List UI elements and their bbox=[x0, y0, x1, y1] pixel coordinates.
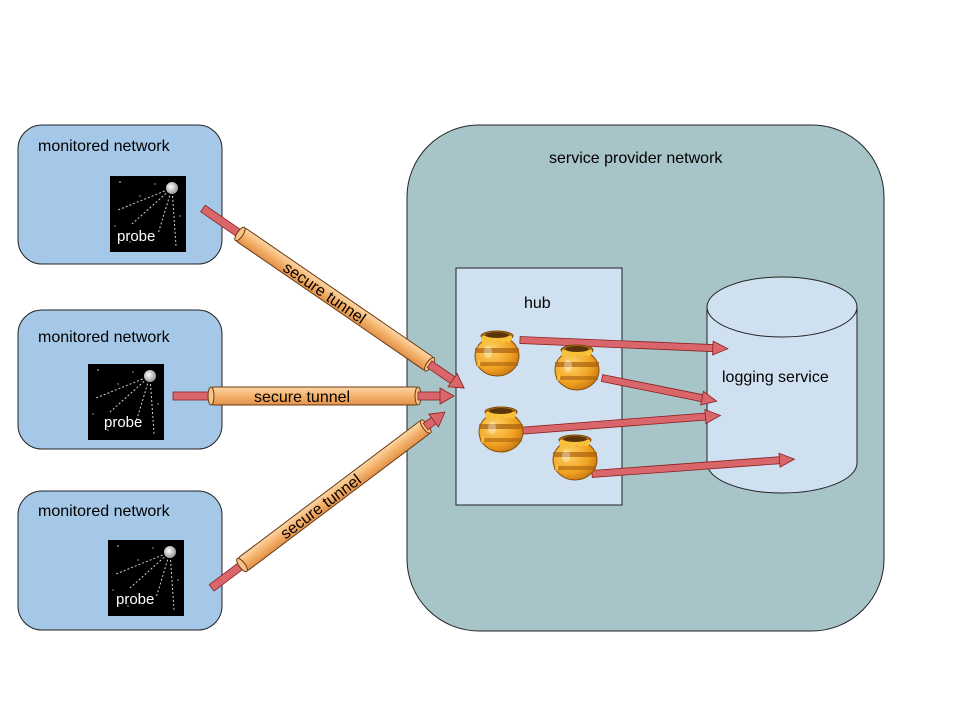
log-arrow-4 bbox=[591, 452, 796, 478]
probe-label: probe bbox=[116, 591, 154, 608]
honeypot-icon bbox=[474, 330, 520, 377]
honeypot-icon bbox=[552, 434, 598, 481]
tunnel-label: secure tunnel bbox=[278, 472, 365, 543]
service-provider-label: service provider network bbox=[549, 150, 723, 167]
hub-label: hub bbox=[524, 295, 551, 312]
probe-3: probe bbox=[108, 540, 184, 616]
hub-box: hub bbox=[455, 267, 623, 506]
probe-2: probe bbox=[88, 364, 164, 440]
monitored-network-label: monitored network bbox=[38, 329, 171, 346]
monitored-network-2: monitored network probe bbox=[17, 309, 223, 450]
log-arrow-2 bbox=[600, 374, 718, 406]
monitored-network-label: monitored network bbox=[38, 138, 171, 155]
monitored-network-3: monitored network probe bbox=[17, 490, 223, 631]
probe-label: probe bbox=[117, 228, 155, 245]
log-arrow-1 bbox=[519, 336, 729, 356]
tunnel-label: secure tunnel bbox=[280, 259, 369, 327]
monitored-network-label: monitored network bbox=[38, 503, 171, 520]
monitored-network-1: monitored network probe bbox=[17, 124, 223, 265]
probe-1: probe bbox=[110, 176, 186, 252]
secure-tunnel-2: secure tunnel bbox=[172, 386, 455, 406]
logging-service-database: logging service bbox=[706, 276, 858, 494]
probe-label: probe bbox=[104, 414, 142, 431]
tunnel-label: secure tunnel bbox=[254, 389, 350, 406]
honeypot-icon bbox=[478, 406, 524, 453]
honeypot-icon bbox=[554, 344, 600, 391]
logging-service-label: logging service bbox=[722, 369, 829, 386]
